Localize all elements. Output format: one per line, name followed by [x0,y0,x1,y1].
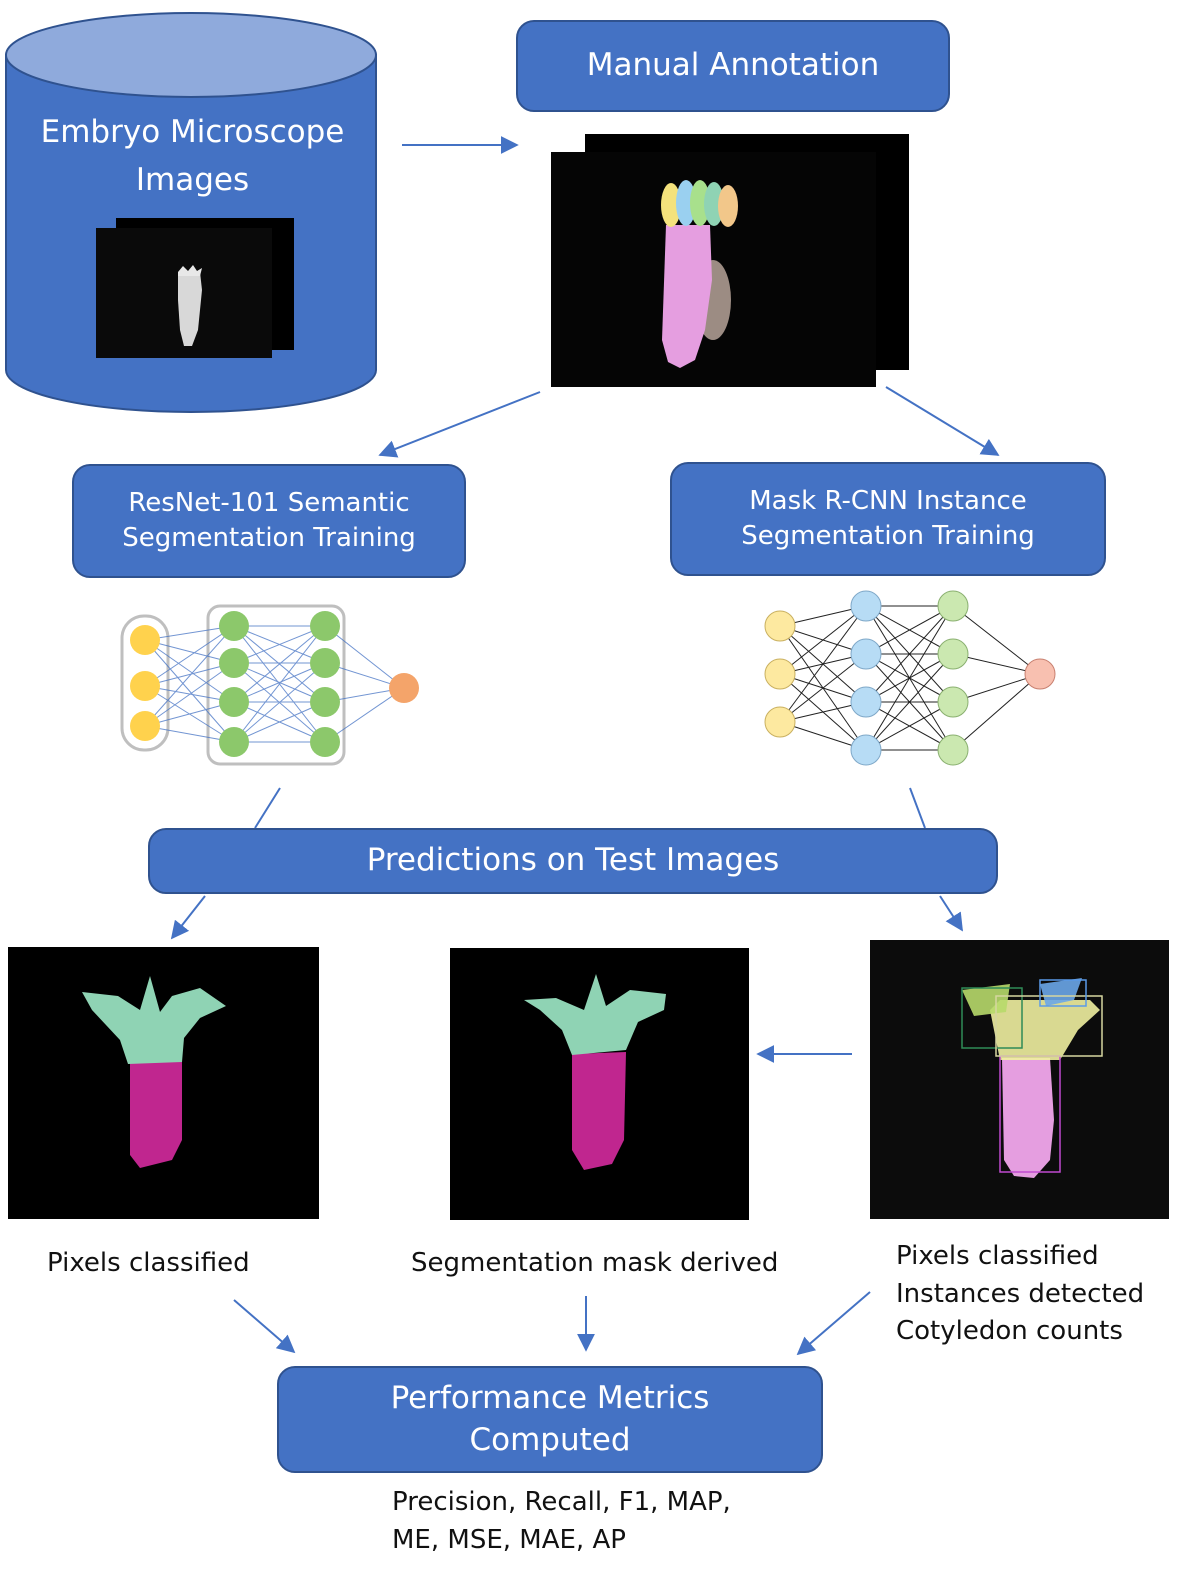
rcnn-edge [865,701,954,751]
resnet-training-label: ResNet-101 Semantic Segmentation Trainin… [122,487,416,553]
resnet-edge [144,625,235,641]
resnet-neuron [219,648,249,678]
rcnn-neuron [850,686,882,718]
resnet-edge [233,662,326,743]
rcnn-neuron [764,658,796,690]
annotation-image-stack [551,134,909,387]
rcnn-edge [952,673,1041,751]
prediction-image-derived-mask [450,948,749,1220]
predictions-box: Predictions on Test Images [148,828,998,894]
resnet-neuron [310,687,340,717]
rcnn-neuron [850,638,882,670]
rcnn-neuron [850,590,882,622]
arrow-right-caption-to-metrics [796,1291,871,1356]
resnet-edge [144,725,235,743]
caption-left: Pixels classified [47,1248,250,1278]
resnet-edge [233,662,326,703]
manual-annotation-label: Manual Annotation [586,47,880,84]
arrow-predictions-to-right-image [939,895,963,932]
rcnn-edge [865,653,954,751]
resnet-edge [144,625,235,687]
line-resnet-to-predictions [254,787,281,829]
arrow-annotation-to-maskrcnn [885,386,1000,456]
resnet-edge [324,687,405,743]
resnet-neuron [219,687,249,717]
resnet-training-box: ResNet-101 Semantic Segmentation Trainin… [72,464,466,578]
resnet-edge [144,662,235,727]
resnet-neuron [219,727,249,757]
performance-metrics-box: Performance Metrics Computed [277,1366,823,1473]
resnet-neuron [219,611,249,641]
caption-right: Pixels classified Instances detected Cot… [896,1241,1145,1347]
performance-metrics-label: Performance Metrics Computed [390,1379,710,1458]
resnet-network-diagram [120,604,419,766]
resnet-edge [144,625,235,727]
resnet-edge [233,625,326,743]
rcnn-neuron [937,590,969,622]
maskrcnn-training-label: Mask R-CNN Instance Segmentation Trainin… [741,485,1035,551]
resnet-neuron [310,611,340,641]
resnet-edge [144,701,235,727]
rcnn-neuron [937,734,969,766]
line-maskrcnn-to-predictions [909,787,926,829]
caption-middle: Segmentation mask derived [411,1248,779,1278]
resnet-neuron [130,625,160,655]
rcnn-neuron [764,706,796,738]
manual-annotation-box: Manual Annotation [516,20,950,112]
arrow-left-caption-to-metrics [233,1299,296,1354]
resnet-edge [233,625,326,703]
predictions-label: Predictions on Test Images [366,842,780,879]
source-label: Embryo Microscope Images [40,114,345,199]
resnet-edge [144,639,235,703]
rcnn-edge [779,653,867,723]
rcnn-neuron [1024,658,1056,690]
maskrcnn-training-box: Mask R-CNN Instance Segmentation Trainin… [670,462,1106,576]
rcnn-neuron [764,610,796,642]
resnet-edge [233,701,326,743]
arrow-predictions-to-left-image [170,895,206,940]
rcnn-edge [865,605,954,655]
resnet-edge [144,639,235,743]
resnet-neuron [130,711,160,741]
arrow-annotation-to-resnet [378,391,541,458]
annotated-cotyledons [661,180,738,227]
caption-metrics: Precision, Recall, F1, MAP, ME, MSE, MAE… [392,1487,731,1555]
resnet-neuron [130,671,160,701]
rcnn-edge [779,605,867,723]
rcnn-neuron [937,638,969,670]
source-image-stack [96,218,294,358]
resnet-edge [144,662,235,687]
resnet-edge [233,625,326,664]
rcnn-edge [779,605,867,675]
resnet-edge [324,625,405,689]
rcnn-edge [952,605,1041,675]
prediction-image-resnet [8,947,319,1219]
rcnn-neuron [850,734,882,766]
resnet-neuron [389,673,419,703]
prediction-image-maskrcnn [870,940,1169,1219]
rcnn-edge [865,605,954,703]
resnet-neuron [310,727,340,757]
rcnn-neuron [937,686,969,718]
flow-arrows [170,136,1000,1356]
resnet-neuron [310,648,340,678]
maskrcnn-network-diagram [764,590,1056,766]
rcnn-edge [865,605,954,751]
resnet-edge [144,639,235,664]
